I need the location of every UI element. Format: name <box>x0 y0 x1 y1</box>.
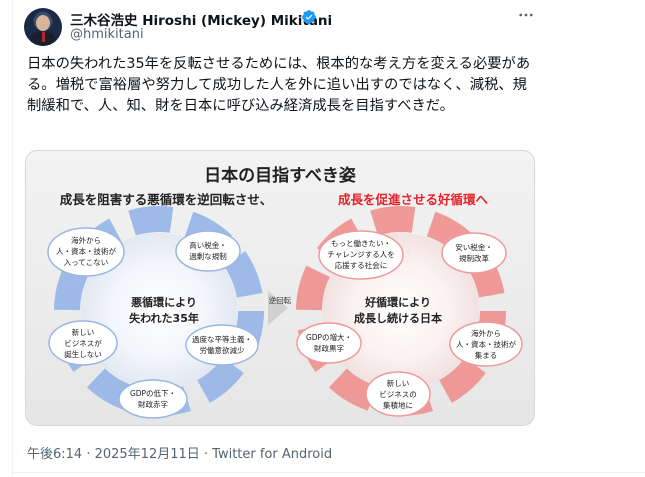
left-item-5: 新しい ビジネスが 誕生しない <box>48 320 118 366</box>
left-item-1-line3: 入ってこない <box>64 258 109 267</box>
right-item-5: GDPの増大・ 財政黒字 <box>296 322 362 364</box>
right-item-5-line2: 財政黒字 <box>314 343 344 353</box>
tweet-text: 日本の失われた35年を反転させるためには、根本的な考え方を変える必要がある。増税… <box>27 56 531 114</box>
right-item-4: 新しい ビジネスの 集積地に <box>365 371 431 417</box>
author-handle[interactable]: @hmikitani <box>70 27 144 42</box>
right-item-1-line3: 応援する社会に <box>335 260 388 270</box>
reverse-label: 逆回転 <box>269 295 292 305</box>
more-options-icon[interactable] <box>515 4 537 26</box>
right-item-3-line3: 集まる <box>475 350 498 360</box>
left-item-1-line1: 海外から <box>71 235 101 245</box>
left-item-3-line2: 労働意欲減少 <box>200 345 245 355</box>
left-item-1: 海外から 人・資本・技術が 入ってこない <box>47 227 125 277</box>
left-item-5-line2: ビジネスが <box>64 338 102 348</box>
left-center-line2: 失われた35年 <box>129 311 199 325</box>
right-item-2-line1: 安い税金・ <box>455 242 493 252</box>
avatar-tie <box>42 32 45 42</box>
left-item-5-line3: 誕生しない <box>64 349 102 359</box>
right-item-3-line1: 海外から <box>471 328 501 338</box>
diagram-subtitle-red: 成長を促進させる好循環へ <box>338 192 489 207</box>
left-item-5-line1: 新しい <box>72 327 95 337</box>
tweet-timestamp[interactable]: 午後6:14 · 2025年12月11日 · Twitter for Andro… <box>27 447 333 462</box>
author-name[interactable]: 三木谷浩史 Hiroshi (Mickey) Mikitani <box>70 13 333 29</box>
right-center-line1: 好循環により <box>364 295 431 309</box>
right-item-3: 海外から 人・資本・技術が 集まる <box>449 321 523 367</box>
bottom-divider <box>12 472 645 473</box>
verified-badge-icon <box>302 10 316 24</box>
avatar-face <box>36 15 50 31</box>
right-item-4-line1: 新しい <box>387 378 410 388</box>
diagram-title: 日本の目指すべき姿 <box>204 165 356 186</box>
right-item-1: もっと働きたい・ チャレンジする人を 応援する社会に <box>318 230 404 280</box>
right-item-4-line3: 集積地に <box>383 400 413 410</box>
right-item-2: 安い税金・ 規制改革 <box>441 232 507 274</box>
left-item-4-line2: 財政赤字 <box>138 399 168 409</box>
right-item-1-line1: もっと働きたい・ <box>331 238 391 248</box>
right-item-3-line2: 人・資本・技術が <box>456 339 516 349</box>
more-dots-icon <box>519 13 533 17</box>
right-item-4-line2: ビジネスの <box>379 390 417 399</box>
left-divider <box>12 0 13 477</box>
left-item-1-line2: 人・資本・技術が <box>56 246 116 256</box>
tweet-image[interactable]: 日本の目指すべき姿 成長を阻害する悪循環を逆回転させ、 成長を促進させる好循環へ… <box>25 150 535 426</box>
avatar[interactable] <box>24 8 62 46</box>
left-item-3-line1: 過度な平等主義・ <box>192 334 252 344</box>
left-center-line1: 悪循環により <box>131 295 197 309</box>
right-center-line2: 成長し続ける日本 <box>354 311 442 325</box>
right-item-5-line1: GDPの増大・ <box>306 332 352 342</box>
left-item-2-line2: 過剰な規制 <box>189 251 227 261</box>
diagram-subtitle-black: 成長を阻害する悪循環を逆回転させ、 <box>60 192 273 207</box>
cycle-diagram: 日本の目指すべき姿 成長を阻害する悪循環を逆回転させ、 成長を促進させる好循環へ… <box>26 151 534 425</box>
reverse-arrow-icon <box>268 291 288 325</box>
left-item-2: 高い税金・ 過剰な規制 <box>175 230 241 272</box>
left-item-4: GDPの低下・ 財政赤字 <box>118 379 188 419</box>
left-item-3: 過度な平等主義・ 労働意欲減少 <box>185 324 259 366</box>
right-item-1-line2: チャレンジする人を <box>327 250 394 259</box>
right-item-2-line2: 規制改革 <box>459 253 489 263</box>
left-item-2-line1: 高い税金・ <box>189 240 227 250</box>
left-item-4-line1: GDPの低下・ <box>130 388 176 398</box>
